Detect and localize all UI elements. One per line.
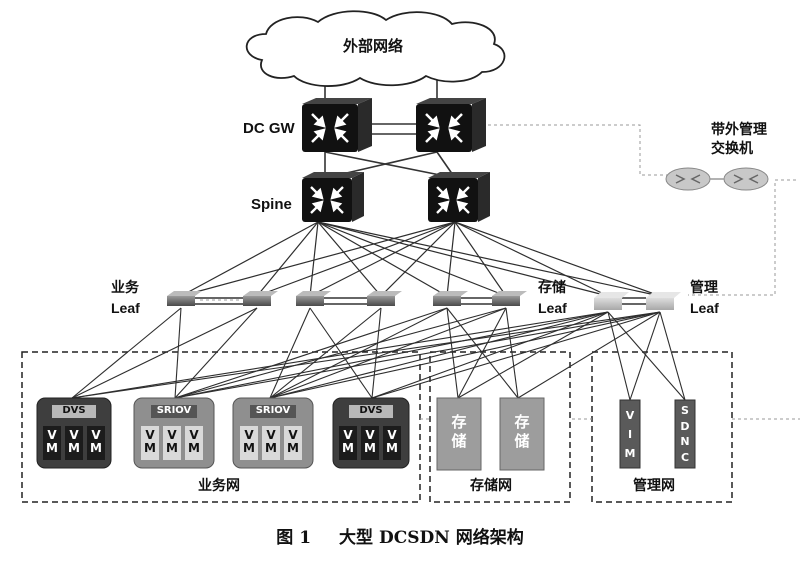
business-leaf-switch-4 <box>367 291 402 306</box>
storage-zone-label: 存储网 <box>470 478 512 494</box>
business-leaf-label-line2: Leaf <box>111 300 140 316</box>
spine-label: Spine <box>251 196 292 213</box>
storage-node-1 <box>436 397 482 471</box>
external-network-cloud <box>245 10 506 87</box>
figure-number: 图 1 <box>276 528 312 548</box>
oob-switch-label-line2: 交换机 <box>711 141 753 157</box>
dc-gw-label: DC GW <box>243 120 295 137</box>
business-leaf-switch-3 <box>296 291 331 306</box>
mgmt-leaf-switch-2 <box>646 292 681 310</box>
sriov-tag-1: SRIOV <box>156 405 192 416</box>
mgmt-leaf-label-line2: Leaf <box>690 300 719 316</box>
leaf-pair-links <box>195 297 646 305</box>
storage-leaf-label-line1: 存储 <box>538 280 566 296</box>
business-leaf-label-line1: 业务 <box>111 280 139 296</box>
oob-switch-right <box>723 167 769 191</box>
leaf-host-links <box>71 307 686 401</box>
spine-router-right <box>428 172 490 222</box>
dc-gw-router-right <box>416 98 486 152</box>
business-leaf-switch-1 <box>167 291 202 306</box>
storage-leaf-label-line2: Leaf <box>538 300 567 316</box>
sriov-tag-2-bg <box>250 405 296 418</box>
business-leaf-switch-2 <box>243 291 278 306</box>
figure-title: 大型 DCSDN 网络架构 <box>339 528 524 548</box>
management-zone-box <box>591 351 733 503</box>
storage-zone-box <box>429 351 571 503</box>
dvs-tag-2-bg <box>349 405 393 418</box>
sdnc-node <box>674 399 696 469</box>
dc-gw-router-left <box>302 98 372 152</box>
sriov-tag-2: SRIOV <box>255 405 291 416</box>
dvs-tag-1-bg <box>52 405 96 418</box>
storage-leaf-switch-2 <box>492 291 527 306</box>
business-zone-box <box>21 351 421 503</box>
figure-caption: 图 1 大型 DCSDN 网络架构 <box>0 523 800 548</box>
storage-node-2-label: 存储 <box>514 413 530 450</box>
spine-leaf-links <box>180 221 661 297</box>
storage-node-2 <box>499 397 545 471</box>
spine-router-left <box>302 172 364 222</box>
mgmt-leaf-switch-1 <box>594 292 629 310</box>
dvs-tag-1: DVS <box>62 405 86 416</box>
mgmt-leaf-label-line1: 管理 <box>690 280 718 296</box>
storage-node-1-label: 存储 <box>451 413 467 450</box>
management-zone-label: 管理网 <box>633 478 675 494</box>
sriov-tag-1-bg <box>151 405 197 418</box>
dvs-tag-2: DVS <box>359 405 383 416</box>
oob-switch-label-line1: 带外管理 <box>711 122 767 138</box>
vm-boxes <box>43 426 401 460</box>
external-network-label: 外部网络 <box>343 37 404 55</box>
storage-leaf-switch-1 <box>433 291 468 306</box>
oob-links <box>200 124 800 420</box>
vim-node <box>619 399 641 469</box>
oob-switch-left <box>665 167 711 191</box>
business-zone-label: 业务网 <box>198 478 240 494</box>
